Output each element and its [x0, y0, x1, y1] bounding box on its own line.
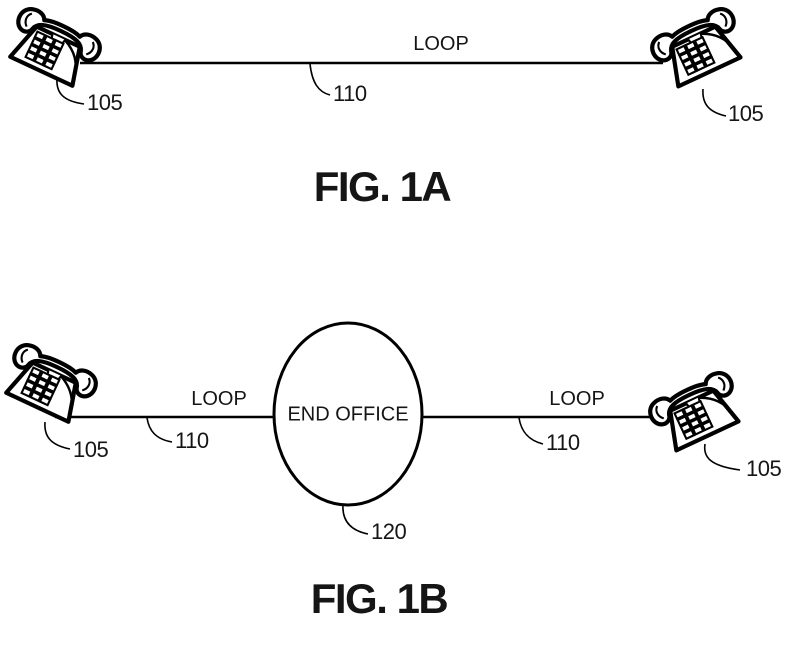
end-office-ellipse [272, 321, 424, 507]
fig1a-loop-ref: 110 [333, 81, 367, 106]
telephone-icon [648, 5, 750, 90]
fig1b-end-office-ref: 120 [371, 519, 407, 544]
fig1b-caption: FIG. 1B [310, 575, 449, 622]
fig1a-loop-leader [309, 63, 331, 96]
fig1b-right-loop-leader [518, 417, 544, 445]
fig1a-right-phone-ref: 105 [728, 101, 764, 126]
fig1a-left-phone-leader [56, 77, 85, 105]
end-office-label: END OFFICE [287, 403, 409, 426]
fig1b-left-phone-ref: 105 [73, 437, 109, 462]
telephone-icon [646, 369, 748, 454]
fig1b-left-loop-ref: 110 [175, 428, 209, 453]
fig1a-caption: FIG. 1A [313, 163, 452, 210]
fig1b-right-loop-ref: 110 [546, 430, 580, 455]
fig1b-end-office-leader [342, 503, 369, 535]
fig1b-right-phone-leader [703, 443, 741, 471]
fig1b-left-phone-leader [44, 421, 71, 450]
fig1a-right-phone-leader [702, 88, 727, 117]
fig1b-right-loop-label: LOOP [549, 388, 605, 410]
fig1b-right-phone-ref: 105 [746, 456, 782, 481]
fig1b-left-loop-label: LOOP [191, 388, 247, 410]
fig1b-left-loop-leader [146, 417, 173, 443]
fig1a-loop-label: LOOP [413, 33, 469, 55]
fig1a-left-phone-ref: 105 [87, 90, 123, 115]
telephone-icon [2, 5, 104, 90]
telephone-icon [0, 341, 100, 426]
